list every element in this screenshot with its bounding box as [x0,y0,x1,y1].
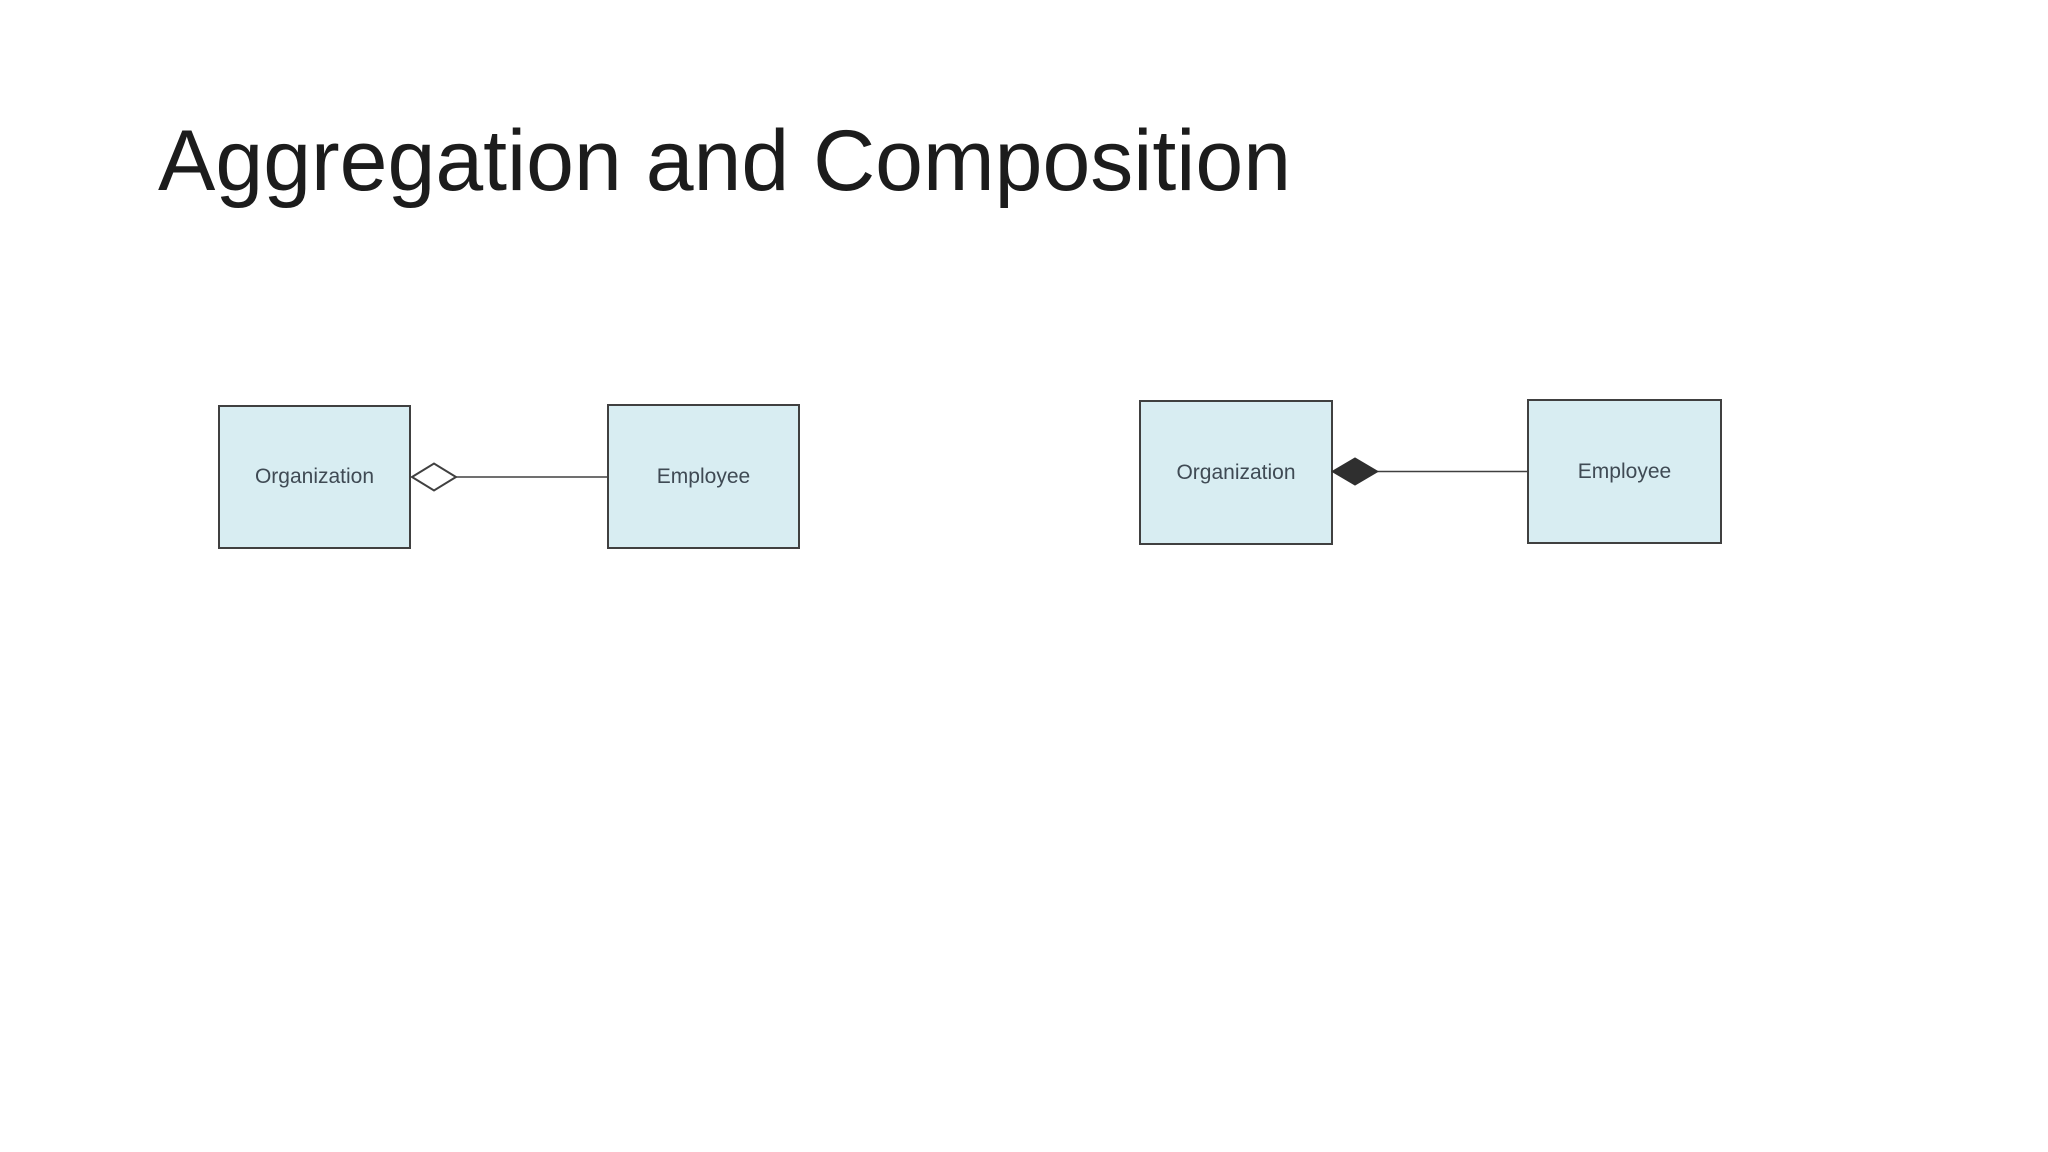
composition-employee-label: Employee [1577,459,1672,483]
composition-organization-box: Organization [1139,400,1333,545]
aggregation-connector [410,462,607,492]
composition-organization-label: Organization [1176,460,1296,484]
composition-connector [1331,457,1527,486]
hollow-diamond-icon [410,462,458,492]
slide-title: Aggregation and Composition [158,113,1292,209]
aggregation-organization-label: Organization [254,465,375,488]
aggregation-employee-box: Employee [607,404,800,549]
aggregation-employee-label: Employee [656,464,751,488]
composition-employee-box: Employee [1527,399,1722,544]
filled-diamond-icon [1331,457,1379,486]
aggregation-organization-box: Organization [218,405,411,549]
